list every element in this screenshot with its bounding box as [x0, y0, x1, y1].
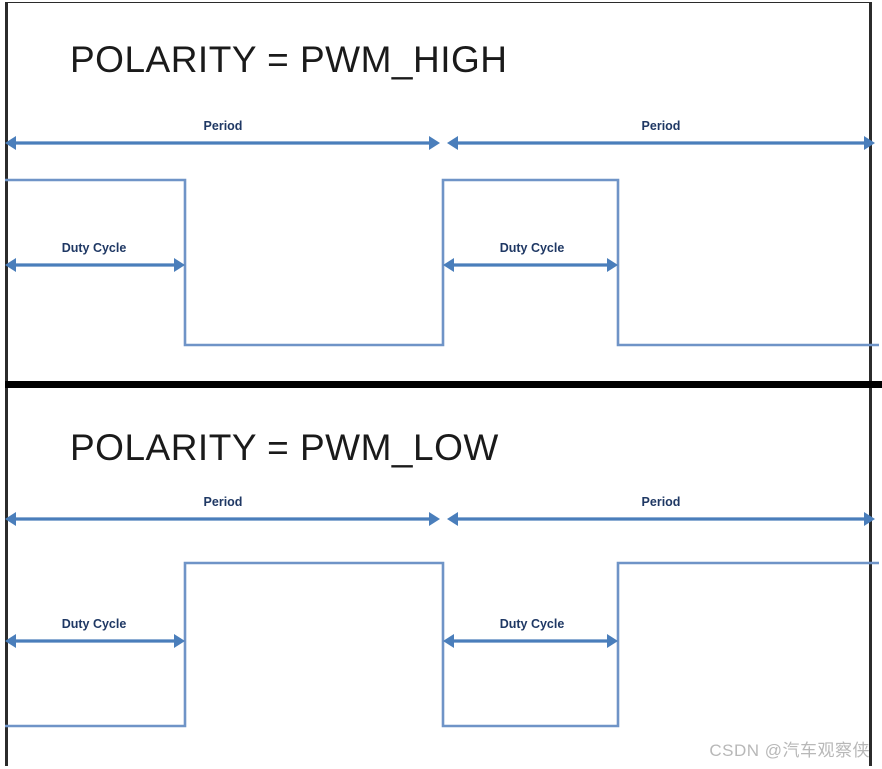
panel-title-pwm-low: POLARITY = PWM_LOW: [70, 427, 499, 468]
pwm-waveform: [5, 178, 879, 347]
dimension-arrow-duty-cycle-1: [5, 634, 185, 648]
pwm-waveform: [5, 561, 879, 728]
dimension-arrow-period-2: [447, 512, 875, 526]
arrow-head-left: [5, 136, 16, 150]
arrow-head-right: [607, 258, 618, 272]
arrow-head-right: [174, 258, 185, 272]
dimension-label-duty-cycle-2: Duty Cycle: [499, 241, 565, 255]
arrow-head-left: [5, 634, 16, 648]
arrow-head-left: [447, 136, 458, 150]
dimension-label-duty-cycle-1: Duty Cycle: [61, 617, 127, 631]
dimension-label-period-1: Period: [203, 119, 243, 133]
arrow-head-left: [447, 512, 458, 526]
dimension-arrow-period-2: [447, 136, 875, 150]
dimension-arrow-period-1: [5, 512, 440, 526]
panel-divider: [5, 381, 882, 388]
arrow-head-right: [429, 512, 440, 526]
arrow-head-right: [429, 136, 440, 150]
dimension-arrow-duty-cycle-2: [443, 258, 618, 272]
arrow-head-right: [607, 634, 618, 648]
dimension-label-period-2: Period: [641, 495, 681, 509]
waveform-canvas-pwm-low: [5, 512, 879, 728]
dimension-arrow-duty-cycle-2: [443, 634, 618, 648]
waveform-canvas-pwm-high: [5, 136, 879, 347]
dimension-label-duty-cycle-2: Duty Cycle: [499, 617, 565, 631]
arrow-head-left: [443, 258, 454, 272]
arrow-head-right: [174, 634, 185, 648]
dimension-label-period-1: Period: [203, 495, 243, 509]
arrow-head-left: [443, 634, 454, 648]
panel-title-pwm-high: POLARITY = PWM_HIGH: [70, 39, 508, 80]
watermark: CSDN @汽车观察侠: [709, 741, 870, 760]
arrow-head-left: [5, 258, 16, 272]
arrow-head-right: [864, 136, 875, 150]
dimension-label-duty-cycle-1: Duty Cycle: [61, 241, 127, 255]
arrow-head-right: [864, 512, 875, 526]
arrow-head-left: [5, 512, 16, 526]
dimension-arrow-duty-cycle-1: [5, 258, 185, 272]
dimension-label-period-2: Period: [641, 119, 681, 133]
dimension-arrow-period-1: [5, 136, 440, 150]
